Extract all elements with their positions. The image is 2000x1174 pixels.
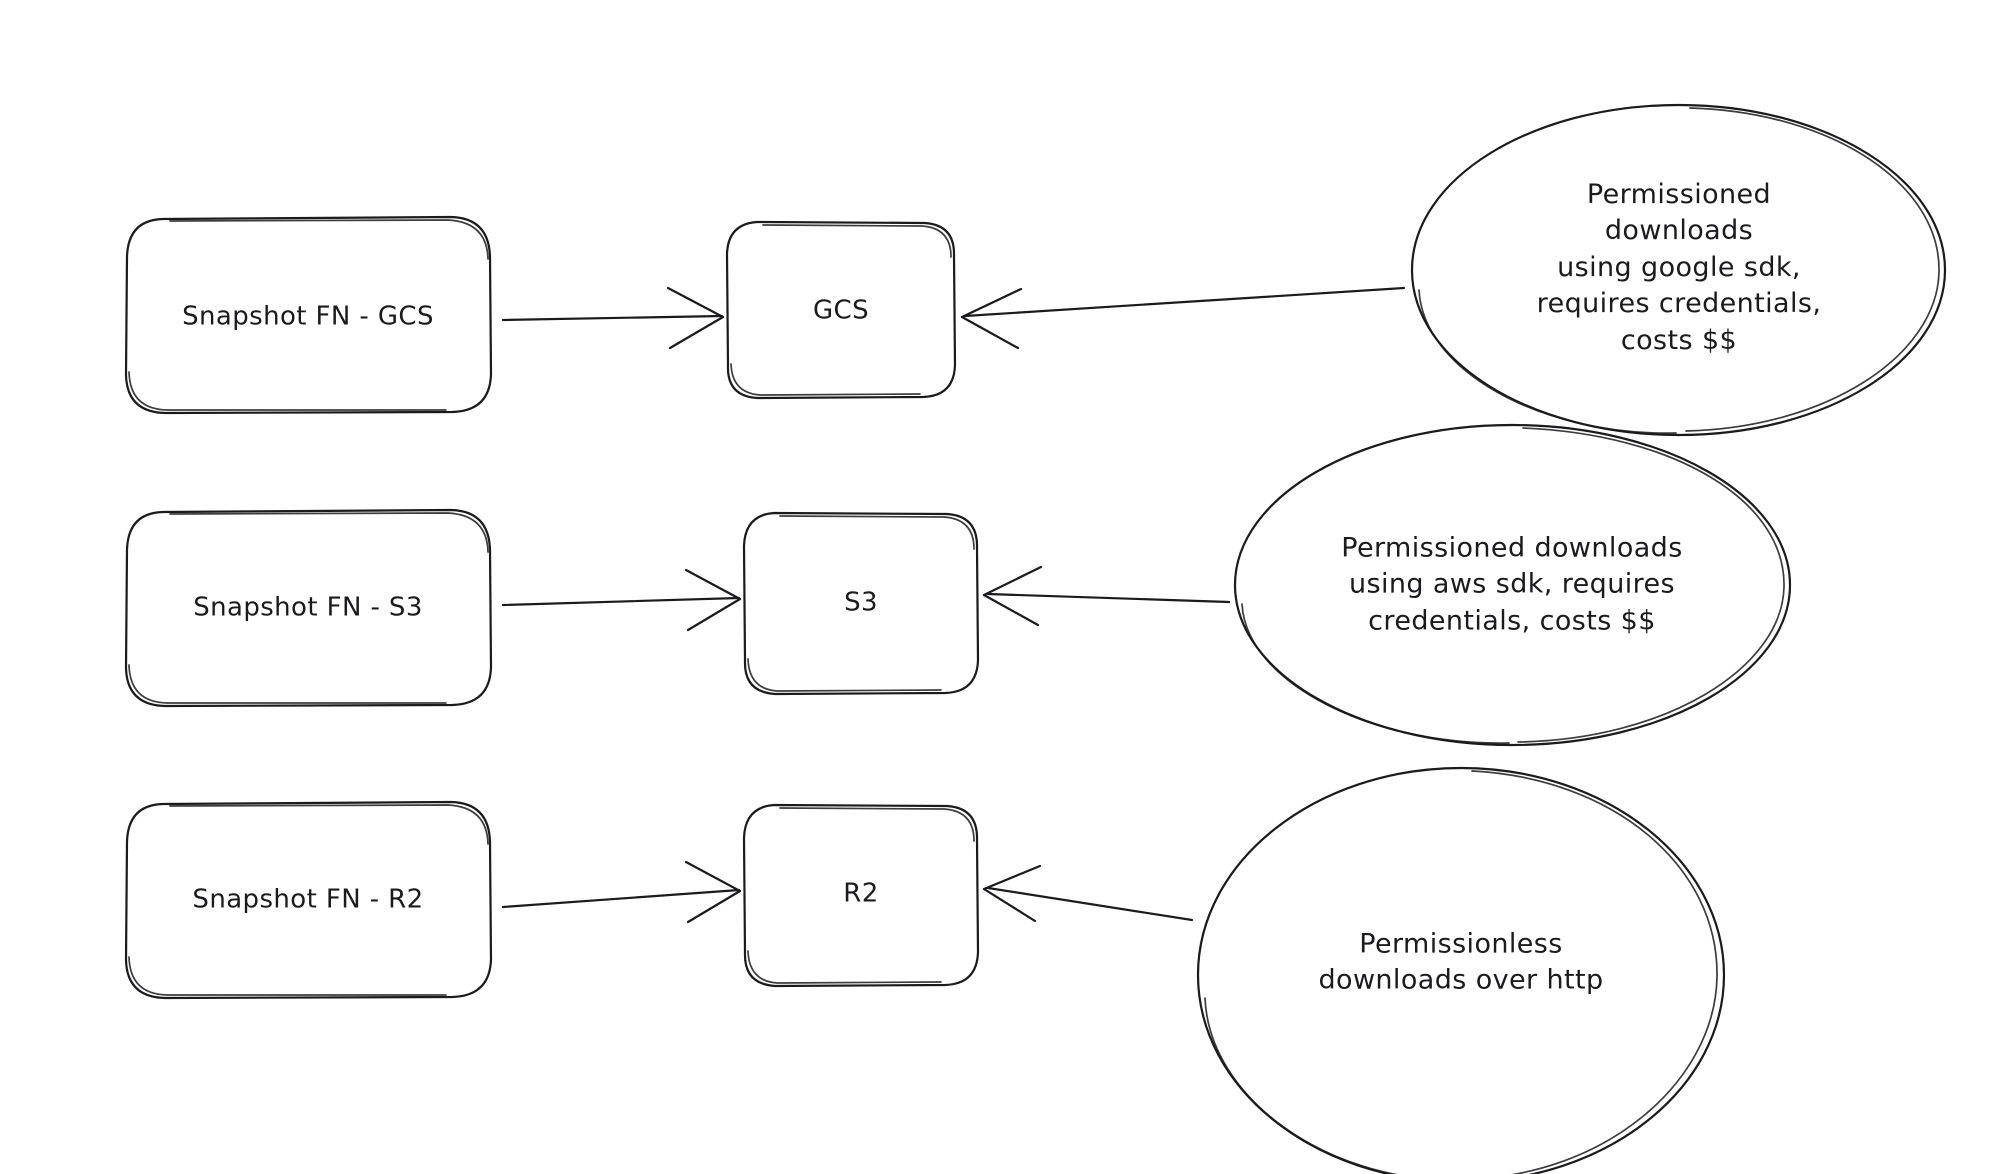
edge-snapshot-r2-to-r2: [501, 860, 742, 924]
note-r2[interactable]: [1196, 766, 1726, 1174]
node-snapshot-fn-r2[interactable]: [124, 800, 493, 1000]
note-s3[interactable]: [1233, 423, 1792, 747]
node-s3[interactable]: [742, 511, 980, 696]
edge-snapshot-s3-to-s3: [501, 568, 742, 632]
edge-snapshot-gcs-to-gcs: [501, 286, 725, 350]
node-snapshot-fn-s3[interactable]: [124, 508, 493, 708]
node-gcs[interactable]: [725, 220, 957, 400]
node-snapshot-fn-gcs[interactable]: [124, 215, 493, 415]
edge-note-r2-to-r2: [982, 864, 1194, 923]
edge-note-s3-to-s3: [982, 565, 1231, 627]
edge-note-gcs-to-gcs: [960, 286, 1406, 350]
node-r2[interactable]: [742, 803, 980, 988]
note-gcs[interactable]: [1410, 103, 1947, 437]
